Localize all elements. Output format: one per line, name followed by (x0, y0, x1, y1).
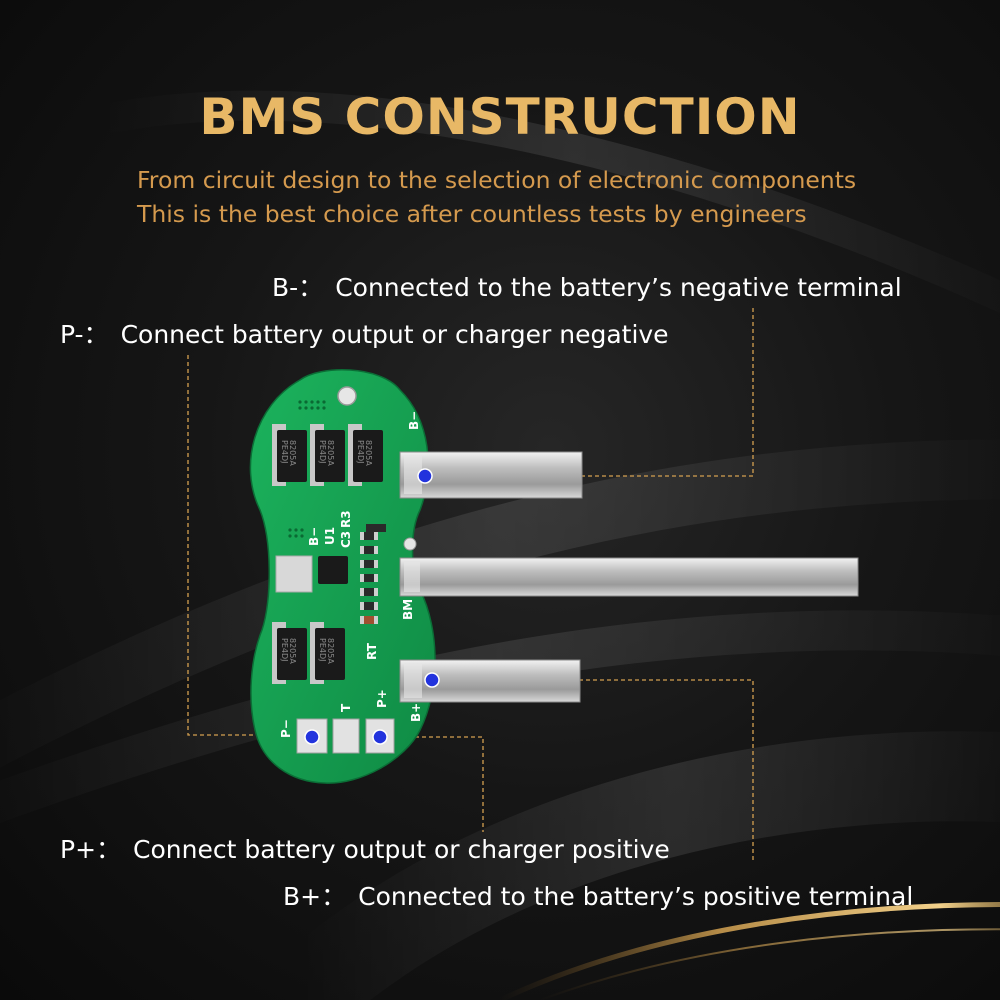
svg-text:8205A: 8205A (288, 440, 297, 466)
connection-markers (304, 468, 440, 745)
svg-text:PE4DJ: PE4DJ (318, 638, 327, 662)
callout-p-plus: P+： Connect battery output or charger pos… (60, 830, 670, 866)
test-pad (275, 555, 313, 593)
marker-p-plus (372, 729, 388, 745)
mosfet-chip-2: 8205A PE4DJ (310, 424, 345, 486)
marker-b-plus (424, 672, 440, 688)
callout-p-minus-text: Connect battery output or charger negati… (120, 320, 669, 349)
pad-t (332, 718, 360, 754)
callout-b-minus-text: Connected to the battery’s negative term… (335, 273, 902, 302)
marker-b-minus (417, 468, 433, 484)
svg-text:PE4DJ: PE4DJ (280, 638, 289, 662)
svg-text:8205A: 8205A (288, 638, 297, 664)
via-grid (288, 400, 326, 538)
callout-b-minus: B-： Connected to the battery’s negative t… (272, 268, 902, 304)
nickel-strip-bm (399, 557, 859, 597)
silk-b-plus: B+ (409, 703, 423, 722)
silk-bm: BM (401, 599, 415, 620)
leader-b-plus (432, 679, 754, 862)
mosfet-chip-3: 8205A PE4DJ (348, 424, 383, 486)
silk-p-minus: P− (279, 719, 293, 738)
subtitle-line-1: From circuit design to the selection of … (137, 166, 857, 194)
callout-p-minus: P-： Connect battery output or charger neg… (60, 315, 669, 351)
marker-p-minus (304, 729, 320, 745)
callout-b-minus-label: B-： (272, 273, 324, 302)
silk-c3: C3 (339, 531, 353, 548)
mosfet-chip-5: 8205A PE4DJ (310, 622, 345, 684)
silk-rt: RT (365, 642, 379, 660)
svg-text:PE4DJ: PE4DJ (280, 440, 289, 464)
passive-components (360, 524, 386, 624)
silk-u1: U1 (323, 527, 337, 545)
svg-text:PE4DJ: PE4DJ (356, 440, 365, 464)
protection-ic (318, 556, 348, 584)
silk-b-minus-top: B− (407, 411, 421, 430)
subtitle-line-2: This is the best choice after countless … (137, 200, 807, 228)
callout-b-plus: B+： Connected to the battery’s positive t… (283, 877, 913, 913)
callout-b-plus-label: B+： (283, 882, 347, 911)
callout-p-plus-label: P+： (60, 835, 122, 864)
silk-t: T (339, 703, 353, 712)
callout-p-plus-text: Connect battery output or charger positi… (133, 835, 670, 864)
svg-text:8205A: 8205A (326, 638, 335, 664)
svg-text:PE4DJ: PE4DJ (318, 440, 327, 464)
svg-text:8205A: 8205A (364, 440, 373, 466)
silk-p-plus: P+ (375, 689, 389, 708)
callout-b-plus-text: Connected to the battery’s positive term… (358, 882, 914, 911)
page-title: BMS CONSTRUCTION (199, 88, 801, 146)
mosfet-chip-1: 8205A PE4DJ (272, 424, 307, 486)
leader-b-minus (425, 308, 754, 477)
callout-p-minus-label: P-： (60, 320, 109, 349)
silk-r3: R3 (339, 510, 353, 528)
svg-text:8205A: 8205A (326, 440, 335, 466)
mosfet-chip-4: 8205A PE4DJ (272, 622, 307, 684)
mounting-hole (337, 386, 357, 406)
silkscreen-labels: B− B− U1 C3 R3 BM RT P+ B+ P− T (279, 411, 423, 738)
silk-b-minus-mid: B− (307, 527, 321, 546)
mounting-hole-2 (403, 537, 417, 551)
